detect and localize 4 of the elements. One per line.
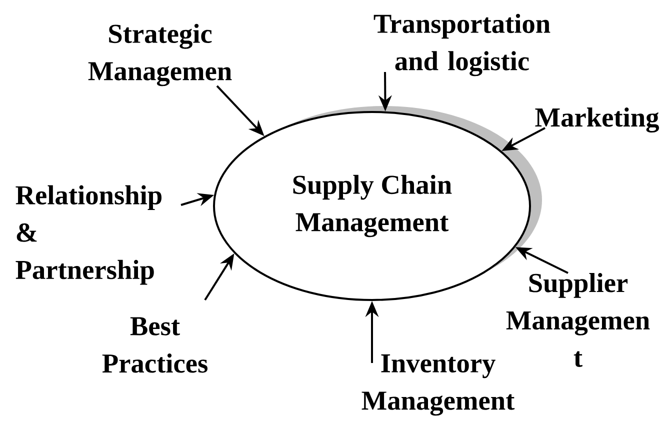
label-text: Relationship & Partnership xyxy=(16,185,162,285)
label-text: Best Practices xyxy=(102,317,208,373)
label-text: Strategic Managemen xyxy=(88,24,232,86)
label-text: Transportation and logistic xyxy=(374,14,550,76)
